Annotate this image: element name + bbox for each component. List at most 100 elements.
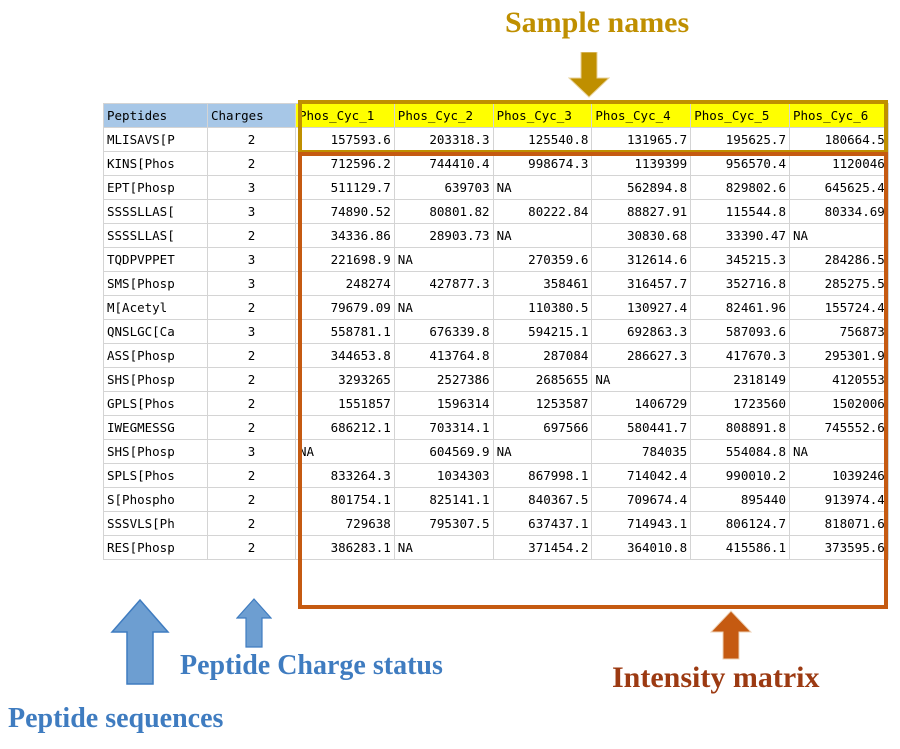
intensity-cell[interactable]: 604569.9 [393, 439, 494, 464]
intensity-cell[interactable]: 784035 [591, 439, 692, 464]
peptide-sequence-cell[interactable]: IWEGMESSG [103, 415, 208, 440]
intensity-cell[interactable]: 80801.82 [393, 199, 494, 224]
intensity-cell[interactable]: 155724.4 [788, 295, 889, 320]
intensity-cell[interactable]: 2318149 [690, 367, 790, 392]
charge-cell[interactable]: 2 [207, 367, 296, 392]
intensity-cell[interactable]: 709674.4 [591, 487, 692, 512]
intensity-cell[interactable]: 371454.2 [492, 535, 593, 560]
intensity-cell[interactable]: 110380.5 [492, 295, 593, 320]
intensity-cell[interactable]: 285275.5 [788, 271, 889, 296]
peptide-sequence-cell[interactable]: SPLS[Phos [103, 463, 208, 488]
intensity-cell[interactable]: NA [393, 247, 494, 272]
intensity-cell[interactable]: 744410.4 [393, 151, 494, 176]
charge-cell[interactable]: 2 [207, 487, 296, 512]
intensity-cell[interactable]: 806124.7 [690, 511, 790, 536]
intensity-cell[interactable]: 2685655 [492, 367, 593, 392]
column-header-sample-4[interactable]: Phos_Cyc_4 [591, 103, 692, 128]
intensity-cell[interactable]: 587093.6 [690, 319, 790, 344]
peptide-sequence-cell[interactable]: SSSVLS[Ph [103, 511, 208, 536]
intensity-cell[interactable]: 286627.3 [591, 343, 692, 368]
intensity-cell[interactable]: 364010.8 [591, 535, 692, 560]
intensity-cell[interactable]: 115544.8 [690, 199, 790, 224]
intensity-cell[interactable]: 203318.3 [393, 127, 494, 152]
intensity-cell[interactable]: 795307.5 [393, 511, 494, 536]
intensity-cell[interactable]: 82461.96 [690, 295, 790, 320]
intensity-cell[interactable]: 801754.1 [295, 487, 395, 512]
charge-cell[interactable]: 2 [207, 343, 296, 368]
intensity-cell[interactable]: 1039246 [788, 463, 889, 488]
intensity-cell[interactable]: 745552.6 [788, 415, 889, 440]
intensity-cell[interactable]: 80222.84 [492, 199, 593, 224]
intensity-cell[interactable]: 840367.5 [492, 487, 593, 512]
intensity-cell[interactable]: 692863.3 [591, 319, 692, 344]
intensity-cell[interactable]: 344653.8 [295, 343, 395, 368]
intensity-cell[interactable]: NA [492, 175, 593, 200]
intensity-cell[interactable]: 645625.4 [788, 175, 889, 200]
charge-cell[interactable]: 3 [207, 439, 296, 464]
charge-cell[interactable]: 3 [207, 319, 296, 344]
intensity-cell[interactable]: 270359.6 [492, 247, 593, 272]
intensity-cell[interactable]: 284286.5 [788, 247, 889, 272]
peptide-sequence-cell[interactable]: M[Acetyl [103, 295, 208, 320]
intensity-cell[interactable]: 427877.3 [393, 271, 494, 296]
intensity-cell[interactable]: 221698.9 [295, 247, 395, 272]
intensity-cell[interactable]: 33390.47 [690, 223, 790, 248]
column-header-charges[interactable]: Charges [207, 103, 296, 128]
intensity-cell[interactable]: 415586.1 [690, 535, 790, 560]
intensity-cell[interactable]: 703314.1 [393, 415, 494, 440]
peptide-sequence-cell[interactable]: TQDPVPPET [103, 247, 208, 272]
peptide-sequence-cell[interactable]: ASS[Phosp [103, 343, 208, 368]
intensity-cell[interactable]: 998674.3 [492, 151, 593, 176]
intensity-cell[interactable]: 74890.52 [295, 199, 395, 224]
peptide-sequence-cell[interactable]: SHS[Phosp [103, 439, 208, 464]
intensity-cell[interactable]: 990010.2 [690, 463, 790, 488]
peptide-sequence-cell[interactable]: SHS[Phosp [103, 367, 208, 392]
charge-cell[interactable]: 2 [207, 391, 296, 416]
intensity-cell[interactable]: 2527386 [393, 367, 494, 392]
intensity-cell[interactable]: 130927.4 [591, 295, 692, 320]
intensity-cell[interactable]: 295301.9 [788, 343, 889, 368]
intensity-cell[interactable]: 714042.4 [591, 463, 692, 488]
charge-cell[interactable]: 2 [207, 127, 296, 152]
intensity-cell[interactable]: 697566 [492, 415, 593, 440]
intensity-cell[interactable]: 195625.7 [690, 127, 790, 152]
intensity-cell[interactable]: 686212.1 [295, 415, 395, 440]
intensity-cell[interactable]: NA [393, 535, 494, 560]
peptide-sequence-cell[interactable]: RES[Phosp [103, 535, 208, 560]
charge-cell[interactable]: 2 [207, 295, 296, 320]
charge-cell[interactable]: 3 [207, 247, 296, 272]
intensity-cell[interactable]: 131965.7 [591, 127, 692, 152]
intensity-cell[interactable]: 373595.6 [788, 535, 889, 560]
intensity-cell[interactable]: 756873 [788, 319, 889, 344]
intensity-cell[interactable]: 1120046 [788, 151, 889, 176]
intensity-cell[interactable]: 358461 [492, 271, 593, 296]
intensity-cell[interactable]: 248274 [295, 271, 395, 296]
peptide-sequence-cell[interactable]: SSSSLLAS[ [103, 199, 208, 224]
intensity-cell[interactable]: 34336.86 [295, 223, 395, 248]
intensity-cell[interactable]: 413764.8 [393, 343, 494, 368]
column-header-sample-3[interactable]: Phos_Cyc_3 [492, 103, 593, 128]
intensity-cell[interactable]: NA [295, 439, 395, 464]
intensity-cell[interactable]: NA [591, 367, 692, 392]
intensity-cell[interactable]: 956570.4 [690, 151, 790, 176]
intensity-cell[interactable]: 1253587 [492, 391, 593, 416]
intensity-cell[interactable]: 829802.6 [690, 175, 790, 200]
intensity-cell[interactable]: 511129.7 [295, 175, 395, 200]
intensity-cell[interactable]: NA [393, 295, 494, 320]
intensity-cell[interactable]: 1139399 [591, 151, 692, 176]
intensity-cell[interactable]: 88827.91 [591, 199, 692, 224]
intensity-cell[interactable]: 30830.68 [591, 223, 692, 248]
intensity-cell[interactable]: 580441.7 [591, 415, 692, 440]
intensity-cell[interactable]: NA [492, 439, 593, 464]
charge-cell[interactable]: 3 [207, 199, 296, 224]
intensity-cell[interactable]: 676339.8 [393, 319, 494, 344]
charge-cell[interactable]: 2 [207, 535, 296, 560]
peptide-sequence-cell[interactable]: MLISAVS[P [103, 127, 208, 152]
peptide-sequence-cell[interactable]: SSSSLLAS[ [103, 223, 208, 248]
intensity-cell[interactable]: 594215.1 [492, 319, 593, 344]
intensity-cell[interactable]: 79679.09 [295, 295, 395, 320]
intensity-cell[interactable]: 417670.3 [690, 343, 790, 368]
intensity-cell[interactable]: 714943.1 [591, 511, 692, 536]
intensity-cell[interactable]: NA [788, 439, 889, 464]
intensity-cell[interactable]: 729638 [295, 511, 395, 536]
